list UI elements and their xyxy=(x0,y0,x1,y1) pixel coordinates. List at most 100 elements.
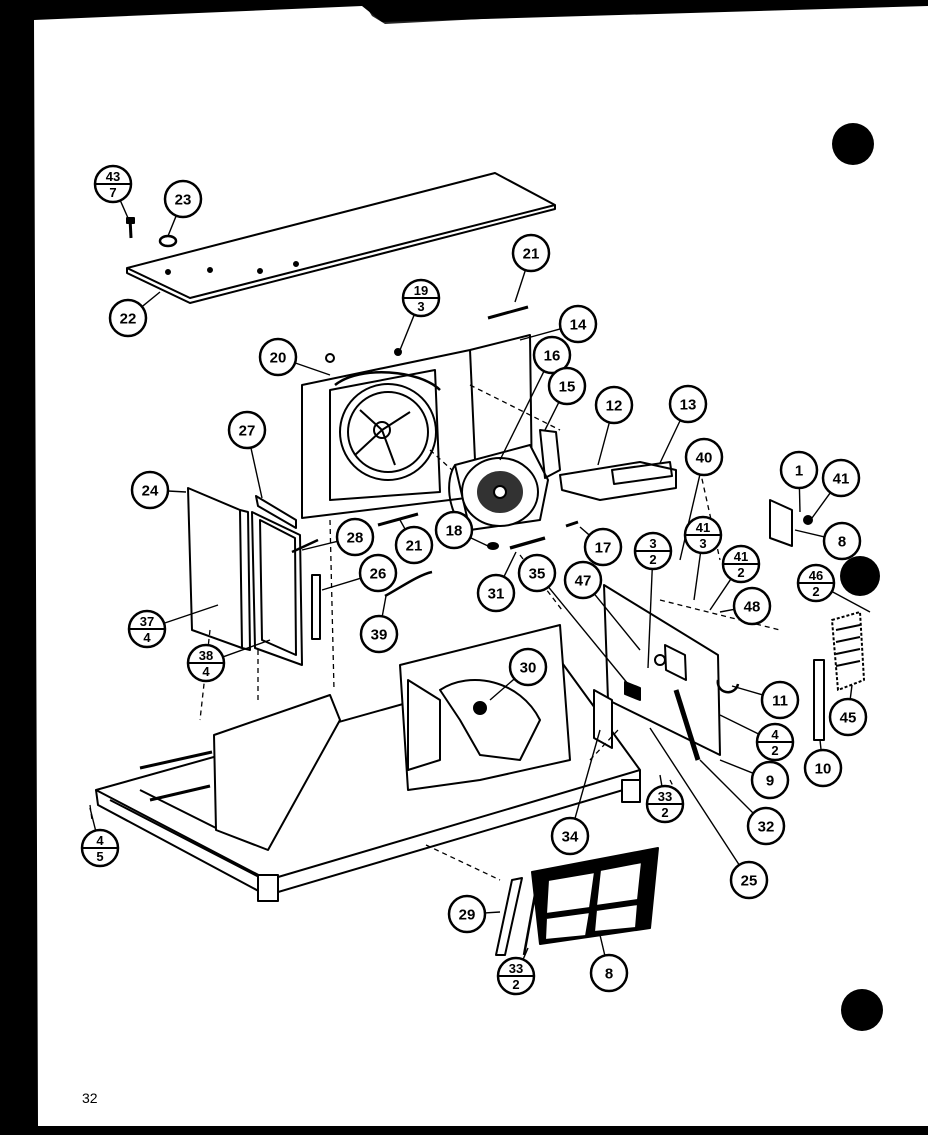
callout-circle xyxy=(359,614,399,654)
callout-label: 18 xyxy=(446,523,463,540)
screw-41 xyxy=(803,515,813,525)
callout-ref-number: 43 xyxy=(106,169,120,184)
callout-label: 25 xyxy=(741,873,758,890)
callout-ref-number: 3 xyxy=(649,536,656,551)
callout-leader xyxy=(719,714,760,735)
callout-c45: 45 xyxy=(828,684,868,737)
callout-leader xyxy=(599,934,606,956)
callout-c16: 16 xyxy=(499,335,572,461)
callout-ref-page: 2 xyxy=(812,584,819,599)
callout-c21a: 21 xyxy=(511,233,551,303)
callout-leader xyxy=(659,774,663,787)
callout-leader xyxy=(659,419,681,464)
air-filter xyxy=(531,847,659,945)
callout-leader xyxy=(811,492,832,519)
callout-c10: 10 xyxy=(803,739,843,788)
callout-leader xyxy=(593,593,641,651)
callout-c22: 22 xyxy=(108,291,161,338)
callout-leader xyxy=(321,577,361,591)
callout-circle xyxy=(729,860,769,900)
plug-part xyxy=(473,701,487,715)
callout-circle xyxy=(558,304,598,344)
control-panel xyxy=(603,584,721,761)
callout-circle xyxy=(447,894,487,934)
callout-leader xyxy=(819,739,822,751)
top-cover-panel xyxy=(126,172,556,304)
callout-ref-number: 33 xyxy=(509,961,523,976)
callout-c41-3: 413 xyxy=(683,515,723,601)
callout-circle xyxy=(779,450,819,490)
callout-c1: 1 xyxy=(779,450,819,513)
callout-label: 8 xyxy=(838,534,846,551)
callout-leader xyxy=(399,314,415,351)
callout-label: 13 xyxy=(680,397,697,414)
callout-circle xyxy=(589,953,629,993)
callout-leader xyxy=(503,551,517,578)
callout-leader xyxy=(301,540,338,551)
callout-label: 34 xyxy=(562,829,579,846)
callout-label: 21 xyxy=(523,246,540,263)
callout-leader xyxy=(647,568,653,669)
callout-leader xyxy=(699,759,754,814)
callout-label: 32 xyxy=(758,819,775,836)
callout-c40: 40 xyxy=(679,437,724,561)
callout-circle xyxy=(594,385,634,425)
callout-label: 30 xyxy=(520,660,537,677)
callout-c41: 41 xyxy=(811,458,861,519)
callout-ref-number: 38 xyxy=(199,648,213,663)
seal-strip-26 xyxy=(311,574,321,640)
callout-leader xyxy=(141,291,161,308)
callout-c8a: 8 xyxy=(794,521,862,561)
callout-label: 23 xyxy=(175,192,192,209)
callout-circle xyxy=(732,586,772,626)
callout-circle xyxy=(227,410,267,450)
tube-part xyxy=(384,570,433,598)
callout-label: 20 xyxy=(270,350,287,367)
callout-leader xyxy=(731,685,763,696)
callout-leader xyxy=(469,537,489,547)
callout-label: 22 xyxy=(120,311,137,328)
callout-c37-4: 374 xyxy=(127,604,219,649)
callout-label: 9 xyxy=(766,773,774,790)
seal-strip-28 xyxy=(291,538,319,554)
callout-c20: 20 xyxy=(258,337,331,377)
callout-leader xyxy=(649,727,740,866)
callout-label: 10 xyxy=(815,761,832,778)
callout-circle xyxy=(803,748,843,788)
blower-motor xyxy=(448,429,561,531)
binder-hole-top xyxy=(832,123,874,165)
callout-leader xyxy=(693,552,702,601)
callout-label: 39 xyxy=(371,627,388,644)
motor-mount-bracket xyxy=(559,461,677,501)
seal-strip-upper xyxy=(487,305,529,320)
callout-circle xyxy=(563,560,603,600)
callout-ref-page: 2 xyxy=(737,565,744,580)
callout-c33-2a: 332 xyxy=(645,774,685,824)
callout-c31: 31 xyxy=(476,551,517,613)
callout-c32: 32 xyxy=(699,759,786,846)
callout-circle xyxy=(335,517,375,557)
callout-circle xyxy=(684,437,724,477)
callout-label: 24 xyxy=(142,483,159,500)
callout-c29: 29 xyxy=(447,894,501,934)
page-number: 32 xyxy=(82,1090,98,1106)
terminal-1 xyxy=(769,499,793,547)
callout-ref-page: 4 xyxy=(143,630,151,645)
callout-c13: 13 xyxy=(659,384,708,464)
callout-leader xyxy=(679,474,701,561)
callout-c41-2: 412 xyxy=(709,544,761,611)
callout-circle xyxy=(258,337,298,377)
callout-label: 1 xyxy=(795,463,803,480)
callout-circle xyxy=(476,573,516,613)
callout-circle xyxy=(547,366,587,406)
callout-label: 17 xyxy=(595,540,612,557)
callout-label: 47 xyxy=(575,573,592,590)
callout-ref-page: 2 xyxy=(649,552,656,567)
callout-leader xyxy=(163,604,219,624)
callout-leader xyxy=(250,447,263,499)
scroll-housing xyxy=(439,679,541,761)
callout-circle xyxy=(130,470,170,510)
bulkhead-inner xyxy=(407,679,441,771)
callout-c27: 27 xyxy=(227,410,267,499)
